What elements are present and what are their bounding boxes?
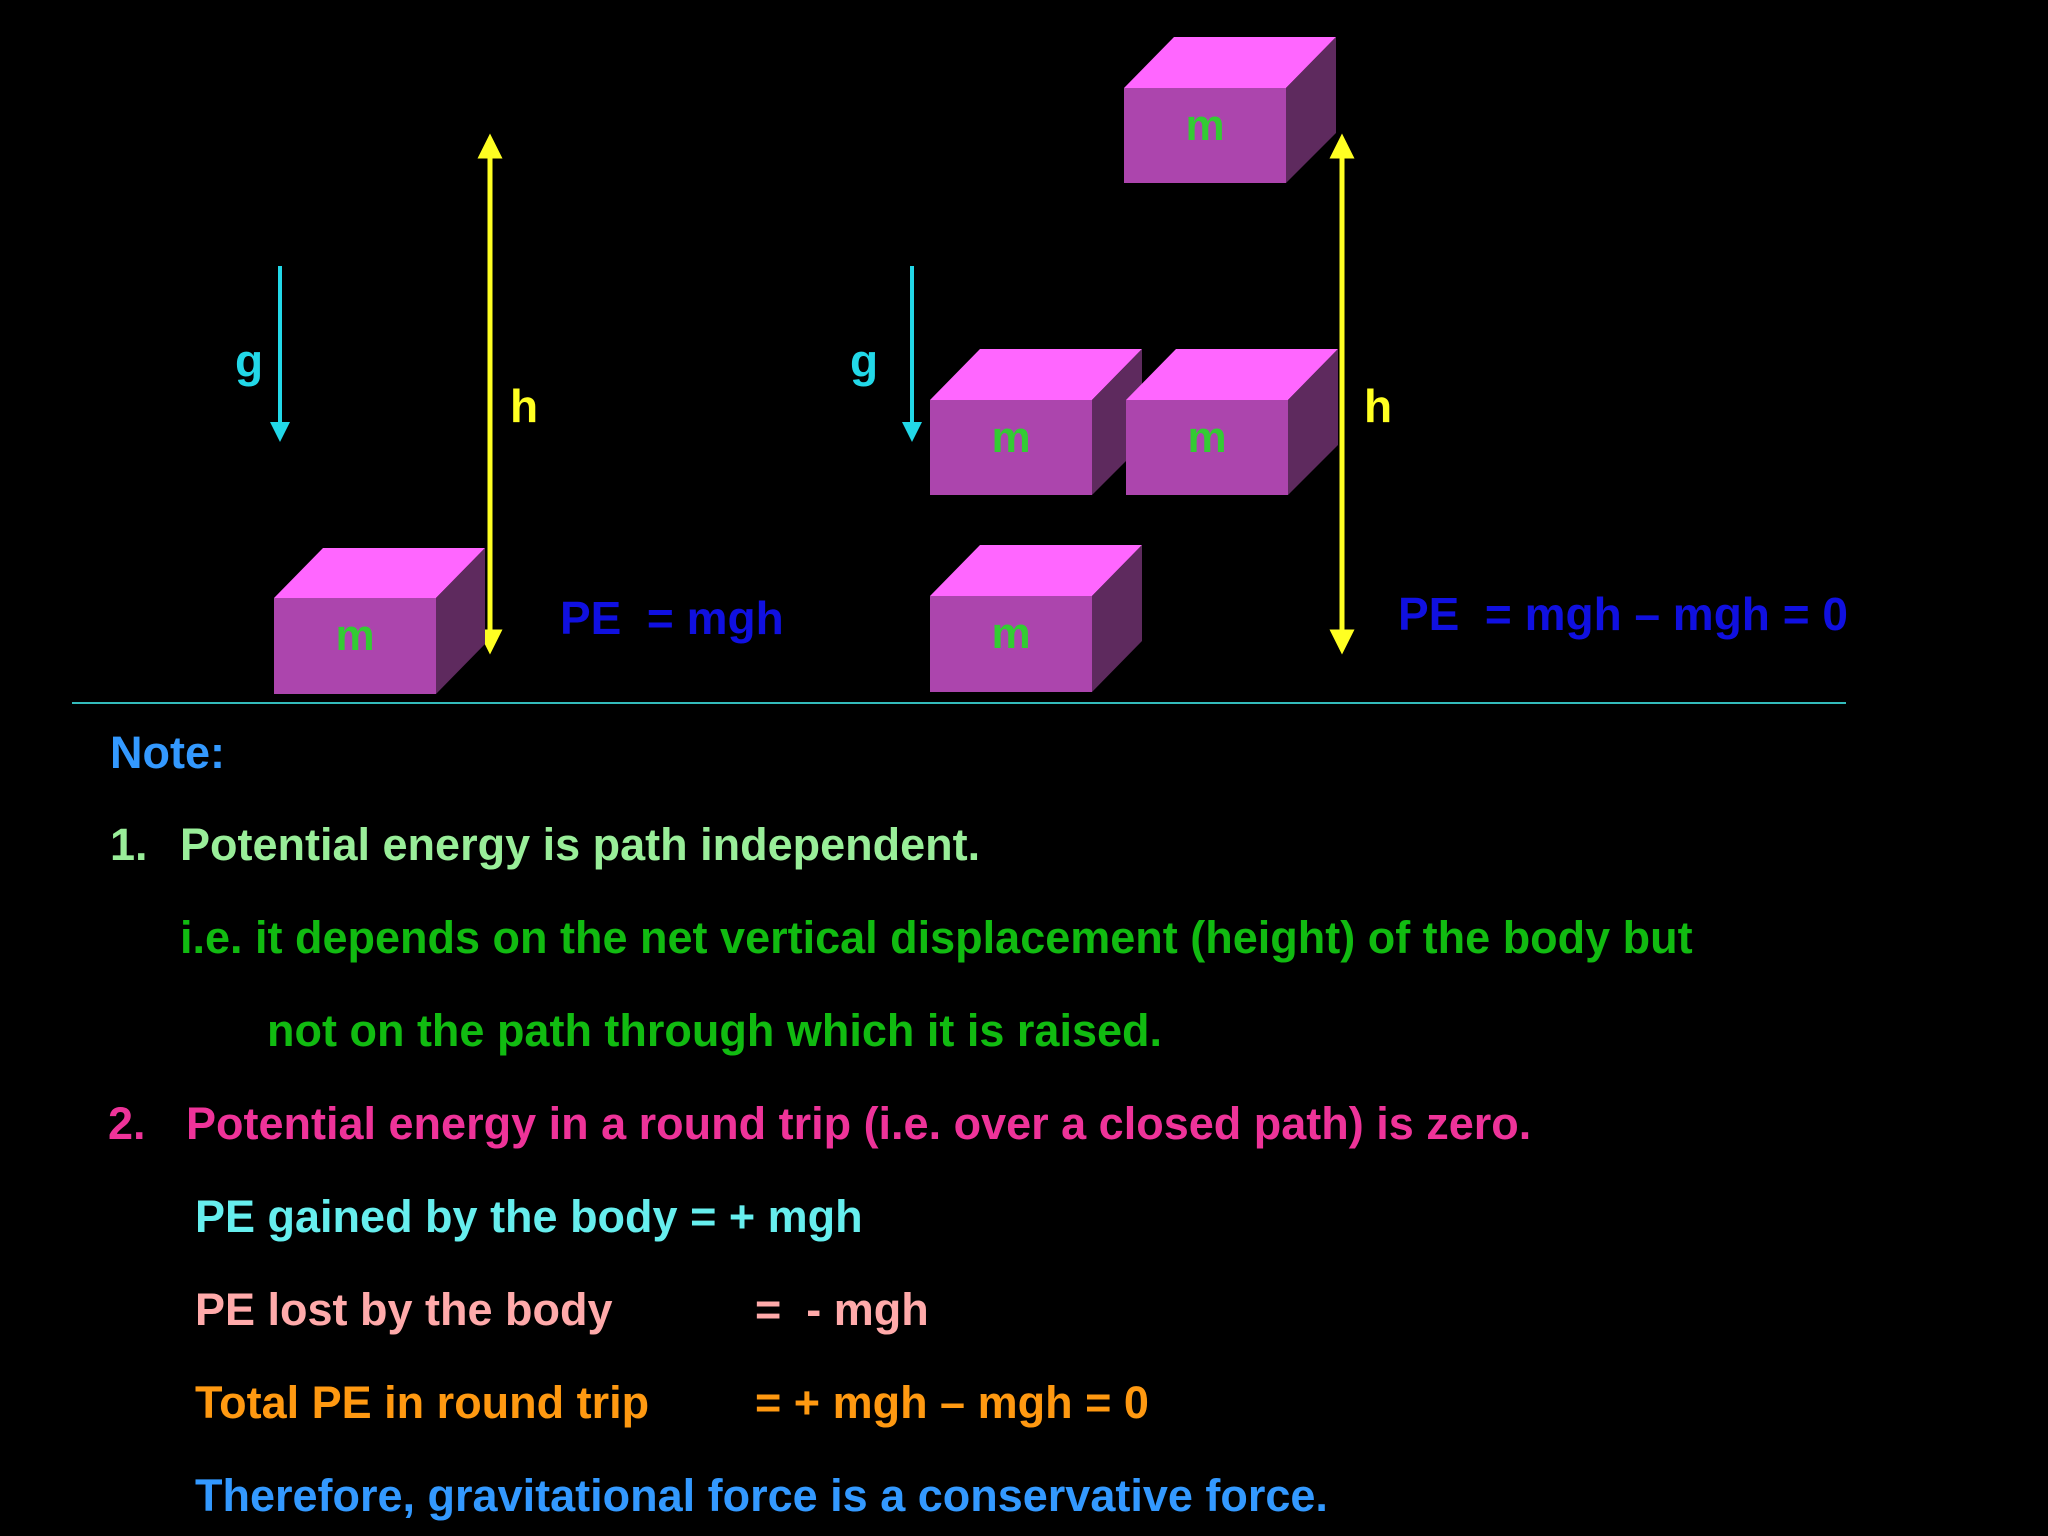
conclusion: Therefore, gravitational force is a cons… bbox=[195, 1470, 1328, 1521]
mass-label-middle-right: m bbox=[1187, 413, 1226, 462]
pe-lost-line: PE lost by the body = - mgh bbox=[195, 1287, 929, 1332]
pe-equation-left: PE = mgh bbox=[560, 592, 784, 644]
pe-gained-value: = + mgh bbox=[690, 1191, 863, 1242]
point-1-detail-a: i.e. it depends on the net vertical disp… bbox=[180, 912, 1693, 963]
mass-block-bottom: m bbox=[930, 545, 1142, 692]
mass-label-left: m bbox=[335, 611, 374, 660]
box-side bbox=[1288, 349, 1338, 495]
box-top bbox=[274, 548, 485, 598]
mass-block-middle-right: m bbox=[1126, 349, 1338, 495]
box-front bbox=[1124, 88, 1286, 183]
mass-label-bottom: m bbox=[991, 609, 1030, 658]
height-label-left: h bbox=[510, 380, 538, 432]
height-label-right: h bbox=[1364, 380, 1392, 432]
pe-total-label: Total PE in round trip bbox=[195, 1377, 650, 1428]
box-top bbox=[1126, 349, 1338, 400]
note-heading: Note: bbox=[110, 727, 225, 778]
point-2-text: Potential energy in a round trip (i.e. o… bbox=[186, 1098, 1532, 1149]
pe-gained-label: PE gained by the body bbox=[195, 1191, 678, 1242]
mass-block-left: m bbox=[274, 548, 485, 694]
pe-lost-label: PE lost by the body bbox=[195, 1284, 613, 1335]
box-front bbox=[930, 596, 1092, 692]
box-front bbox=[274, 598, 436, 694]
box-side bbox=[1092, 349, 1142, 495]
box-side bbox=[1286, 37, 1336, 183]
pe-total-value: = + mgh – mgh = 0 bbox=[755, 1377, 1149, 1428]
box-top bbox=[1124, 37, 1336, 88]
box-front bbox=[930, 400, 1092, 495]
gravity-label-left: g bbox=[235, 335, 263, 387]
point-1-text: Potential energy is path independent. bbox=[180, 819, 981, 870]
box-side bbox=[436, 548, 485, 694]
mass-block-top: m bbox=[1124, 37, 1336, 183]
box-top bbox=[930, 545, 1142, 596]
gravity-label-right: g bbox=[850, 335, 878, 387]
pe-lost-value: = - mgh bbox=[755, 1284, 929, 1335]
mass-block-middle-left: m bbox=[930, 349, 1142, 495]
point-1-number: 1. bbox=[110, 819, 148, 870]
box-front bbox=[1126, 400, 1288, 495]
energy-diagram: g h m PE = mgh g m m m m bbox=[72, 37, 1848, 704]
box-top bbox=[930, 349, 1142, 400]
point-2-number: 2. bbox=[108, 1098, 146, 1149]
point-1: 1. Potential energy is path independent. bbox=[110, 822, 980, 867]
pe-equation-right: PE = mgh – mgh = 0 bbox=[1398, 588, 1848, 640]
point-2: 2. Potential energy in a round trip (i.e.… bbox=[108, 1101, 1531, 1146]
box-side bbox=[1092, 545, 1142, 692]
mass-label-middle-left: m bbox=[991, 413, 1030, 462]
pe-total-line: Total PE in round trip = + mgh – mgh = 0 bbox=[195, 1380, 1149, 1425]
pe-gained-line: PE gained by the body = + mgh bbox=[195, 1194, 863, 1239]
mass-label-top: m bbox=[1185, 101, 1224, 150]
point-1-detail-b: not on the path through which it is rais… bbox=[267, 1005, 1162, 1056]
